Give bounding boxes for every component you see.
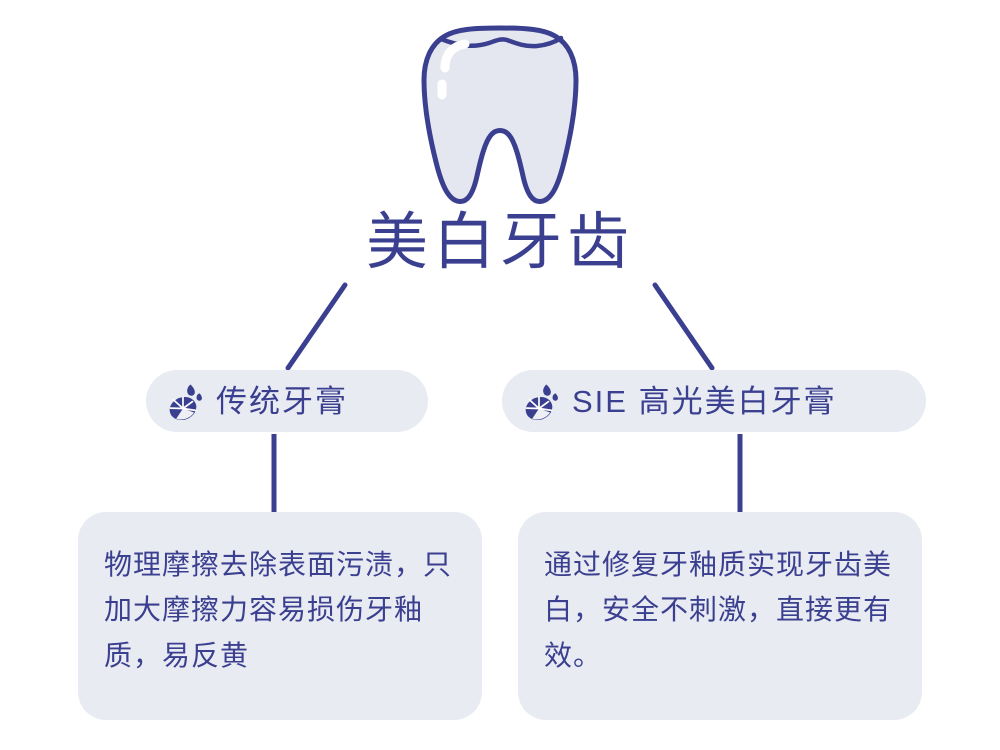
connector-title-to-left-pill [285, 282, 348, 371]
branch-pill-label: 传统牙膏 [216, 383, 348, 419]
branch-card-text: 物理摩擦去除表面污渍，只加大摩擦力容易损伤牙釉质，易反黄 [104, 549, 453, 671]
citrus-slice-icon [525, 384, 558, 420]
page-title: 美白牙齿 [365, 208, 634, 277]
citrus-slice-icon [169, 384, 202, 420]
tooth-illustration [415, 22, 585, 207]
branch-pill-sie[interactable]: SIE 高光美白牙膏 [502, 370, 926, 432]
connector-title-to-right-pill [652, 282, 715, 371]
branch-card-traditional: 物理摩擦去除表面污渍，只加大摩擦力容易损伤牙釉质，易反黄 [78, 512, 482, 720]
branch-pill-traditional[interactable]: 传统牙膏 [146, 370, 428, 432]
branch-card-sie: 通过修复牙釉质实现牙齿美白，安全不刺激，直接更有效。 [518, 512, 922, 720]
branch-pill-label: SIE 高光美白牙膏 [572, 383, 837, 419]
tooth-icon [421, 25, 579, 204]
branch-card-text: 通过修复牙釉质实现牙齿美白，安全不刺激，直接更有效。 [544, 549, 893, 671]
